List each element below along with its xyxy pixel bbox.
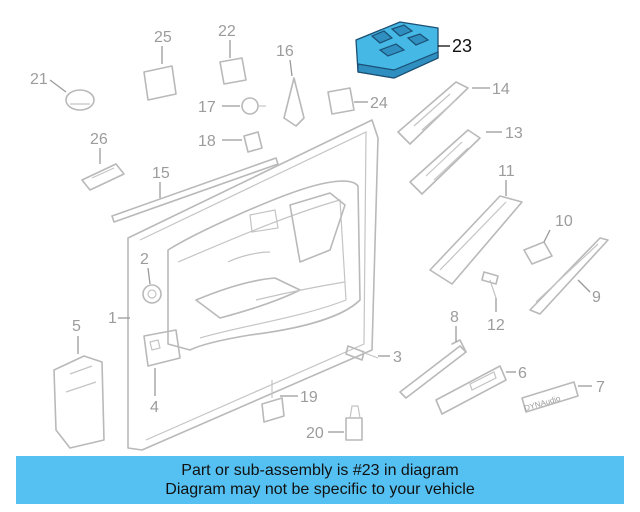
svg-text:6: 6 (518, 365, 527, 382)
part-6-handle-trim (435, 365, 507, 415)
svg-text:4: 4 (150, 399, 159, 416)
callout-8: 8 (450, 309, 459, 342)
callout-25: 25 (154, 29, 172, 64)
part-16-corner-trim (283, 77, 305, 127)
callout-20: 20 (306, 425, 344, 442)
part-24-switch (327, 87, 355, 115)
callout-11: 11 (498, 163, 515, 196)
part-22-switch (219, 57, 247, 85)
part-20-bulb (345, 405, 363, 441)
part-14-switch-panel (397, 81, 469, 145)
part-11-pillar-trim (429, 195, 523, 285)
svg-text:10: 10 (555, 213, 573, 230)
callout-26: 26 (90, 131, 108, 164)
callout-3: 3 (378, 349, 402, 366)
callout-23: 23 (438, 36, 472, 56)
callout-13: 13 (486, 125, 523, 142)
svg-text:2: 2 (140, 251, 149, 268)
callout-22: 22 (218, 23, 236, 58)
callout-21: 21 (30, 71, 67, 93)
callout-1: 1 (108, 310, 130, 327)
part-3-screw (345, 345, 379, 361)
svg-text:19: 19 (300, 389, 318, 406)
part-2-grommet (142, 284, 162, 304)
svg-text:16: 16 (276, 43, 294, 60)
part-4-bracket (143, 329, 181, 367)
callout-2: 2 (140, 251, 151, 285)
callout-12: 12 (487, 298, 505, 334)
svg-text:9: 9 (592, 289, 601, 306)
callout-17: 17 (198, 99, 240, 116)
callout-7: 7 (578, 379, 605, 396)
part-15-beltline-strip (111, 157, 279, 223)
callout-9: 9 (577, 279, 601, 306)
part-26-inner-handle (81, 163, 125, 191)
callout-6: 6 (506, 365, 527, 382)
svg-text:7: 7 (596, 379, 605, 396)
svg-text:26: 26 (90, 131, 108, 148)
svg-text:21: 21 (30, 71, 48, 88)
svg-text:23: 23 (452, 36, 472, 56)
svg-text:22: 22 (218, 23, 236, 40)
callout-18: 18 (198, 133, 242, 150)
part-13-switch-panel (409, 129, 481, 195)
svg-text:18: 18 (198, 133, 216, 150)
part-1-door-panel (127, 119, 379, 451)
callout-4: 4 (150, 368, 159, 416)
svg-text:15: 15 (152, 165, 170, 182)
svg-text:13: 13 (505, 125, 523, 142)
svg-text:20: 20 (306, 425, 324, 442)
callout-24: 24 (354, 95, 388, 112)
svg-text:3: 3 (393, 349, 402, 366)
svg-text:25: 25 (154, 29, 172, 46)
part-8-molding (399, 339, 467, 399)
part-9-weatherstrip (529, 237, 609, 315)
banner-line-1: Part or sub-assembly is #23 in diagram (181, 462, 459, 479)
part-7-badge: DYNAudio (521, 381, 579, 413)
part-23-window-switch-highlighted (355, 21, 439, 79)
part-17-clip (241, 97, 266, 115)
callout-14: 14 (472, 81, 510, 98)
parts-diagram: 1 2 3 4 5 6 (30, 21, 609, 451)
svg-text:1: 1 (108, 310, 117, 327)
part-21-knob (65, 89, 95, 111)
banner-line-2: Diagram may not be specific to your vehi… (165, 481, 475, 498)
svg-text:11: 11 (498, 163, 515, 180)
callout-19: 19 (280, 389, 318, 406)
part-19-lamp (261, 380, 285, 423)
part-18-push-clip (243, 131, 263, 153)
part-12-screw (481, 271, 499, 299)
callout-10: 10 (543, 213, 573, 243)
info-banner: Part or sub-assembly is #23 in diagram D… (16, 456, 624, 504)
part-10-clip (523, 241, 553, 265)
part-25-switch (143, 65, 177, 101)
part-5-insulator (53, 355, 105, 449)
svg-text:14: 14 (492, 81, 510, 98)
svg-text:24: 24 (370, 95, 388, 112)
callout-15: 15 (152, 165, 170, 198)
svg-text:12: 12 (487, 317, 505, 334)
callout-5: 5 (72, 318, 81, 354)
svg-text:17: 17 (198, 99, 216, 116)
callout-16: 16 (276, 43, 294, 77)
svg-text:5: 5 (72, 318, 81, 335)
svg-text:8: 8 (450, 309, 459, 326)
